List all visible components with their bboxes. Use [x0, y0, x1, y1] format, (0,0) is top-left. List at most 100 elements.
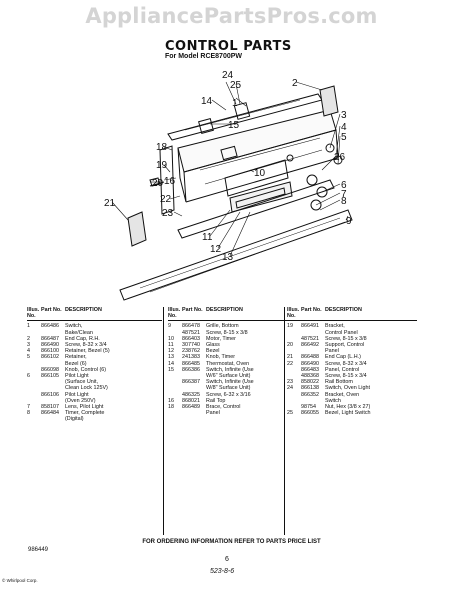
- part-description: W/8" Surface Unit): [206, 385, 251, 392]
- table-row: Control Panel: [287, 330, 417, 336]
- part-description: Support, Control: [325, 342, 365, 349]
- timer-bezel: [229, 181, 293, 213]
- part-description: (Digital): [65, 416, 84, 423]
- header-part: Part No.: [301, 307, 322, 313]
- illus-number: 7: [27, 404, 30, 411]
- callout-25: 25: [230, 80, 242, 91]
- control-panel: [177, 109, 337, 173]
- part-description: Pilot Light: [65, 373, 89, 380]
- part-description: Panel: [325, 348, 339, 355]
- part-description: Knob, Timer: [206, 354, 236, 361]
- part-description: Screw, 6-32 x 3/16: [206, 391, 251, 398]
- part-description: Brace, Control: [206, 404, 241, 411]
- part-number: 866055: [301, 410, 319, 417]
- part-number: 487521: [182, 329, 200, 336]
- table-row: Panel: [168, 410, 288, 416]
- part-description: Lens, Pilot Light: [65, 404, 104, 411]
- illus-number: 12: [168, 348, 174, 355]
- table-row: Bezel (6): [27, 361, 162, 367]
- knob-2: [316, 186, 328, 198]
- model-subtitle: For Model RCE8700PW: [165, 53, 243, 60]
- part-number: 98754: [301, 404, 316, 411]
- part-description: (Surface Unit,: [65, 379, 98, 386]
- illus-number: 19: [287, 323, 293, 330]
- illus-number: 11: [168, 342, 174, 349]
- illus-number: 9: [168, 323, 171, 330]
- header-description: DESCRIPTION: [65, 307, 102, 313]
- part-number: 866100: [41, 348, 59, 355]
- support-bracket: [149, 177, 161, 187]
- part-description: Glass: [206, 342, 220, 349]
- table-row: (Oven 250V): [27, 398, 162, 404]
- part-description: Motor, Timer: [206, 335, 236, 342]
- table-row: Bake/Clean: [27, 330, 162, 336]
- callout-19: 19: [156, 160, 168, 171]
- header-description: DESCRIPTION: [325, 307, 362, 313]
- part-number: 866486: [41, 323, 59, 330]
- illus-number: 2: [27, 335, 30, 342]
- illus-number: 20: [287, 342, 293, 349]
- part-description: Retainer, Bezel (5): [65, 348, 110, 355]
- illus-number: 14: [168, 360, 174, 367]
- part-description: Screw, 8-32 x 3/4: [65, 342, 107, 349]
- part-number: 866478: [182, 323, 200, 330]
- callout-26: 26: [334, 152, 346, 163]
- part-number: 866106: [41, 391, 59, 398]
- table-divider-1: [163, 307, 164, 535]
- end-cap-left: [127, 211, 147, 247]
- callout-8: 8: [341, 196, 347, 207]
- part-number: 866491: [301, 323, 319, 330]
- part-number: 858022: [301, 379, 319, 386]
- table-row: W/6" Surface Unit): [168, 373, 288, 379]
- part-description: Bezel, Light Switch: [325, 410, 371, 417]
- part-number: 866490: [41, 342, 59, 349]
- part-description: Switch: [325, 397, 341, 404]
- part-description: End Cap (L.H.): [325, 354, 361, 361]
- part-number: 307740: [182, 342, 200, 349]
- part-number: [182, 410, 206, 416]
- illus-number: 16: [168, 397, 174, 404]
- part-number: 238762: [182, 348, 200, 355]
- illus-number: [27, 416, 41, 422]
- illus-number: 6: [27, 373, 30, 380]
- table-row: 98754 Nut, Hex (3/8 x 27): [287, 404, 417, 410]
- header-illus: Illus. No.: [287, 307, 300, 320]
- illus-number: [168, 410, 182, 416]
- thermostat: [220, 145, 238, 161]
- oven-light-switch: [233, 102, 251, 120]
- bottom-grille: [119, 209, 353, 301]
- part-description: Retainer,: [65, 354, 87, 361]
- callout-13: 13: [222, 252, 234, 263]
- callout-24: 24: [222, 70, 234, 81]
- part-number: 866490: [301, 360, 319, 367]
- part-number: 866484: [41, 410, 59, 417]
- part-description: Switch, Infinite (Use: [206, 379, 254, 386]
- illus-number: 15: [168, 366, 174, 373]
- part-description: Nut, Hex (3/8 x 27): [325, 404, 371, 411]
- part-number: 866386: [182, 366, 200, 373]
- part-description: Panel: [206, 410, 220, 417]
- timer-glass: [235, 187, 286, 209]
- part-number: 866098: [41, 366, 59, 373]
- illus-number: 10: [168, 335, 174, 342]
- part-number: 866352: [301, 391, 319, 398]
- table-header: Illus. No. Part No. DESCRIPTION: [168, 307, 288, 322]
- callout-14: 14: [201, 96, 213, 107]
- parts-table-col-3: Illus. No. Part No. DESCRIPTION 19 866491…: [287, 307, 417, 416]
- exploded-parts-diagram: 24 25 14 1 2 15 3 4 5 18 26 19 10 16 20 …: [104, 70, 353, 301]
